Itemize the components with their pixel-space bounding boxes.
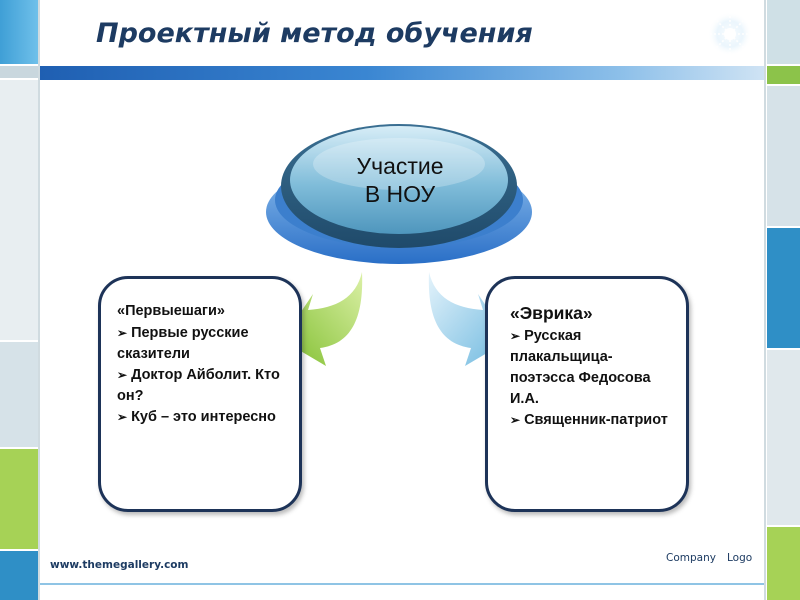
title-bar [40,66,764,80]
left-decor-block-3 [0,80,38,340]
right-decor-block-5 [767,350,800,525]
right-divider-line [764,0,766,600]
center-disc [266,124,532,264]
left-decor-block-5 [0,449,38,549]
right-decor-block-1 [767,0,800,64]
footer-line [40,583,764,585]
left-decor-block-1 [0,0,38,64]
right-decor-block-4 [767,228,800,348]
left-box-item-text: Куб – это интересно [131,409,276,425]
arrow-bullet-icon: ➢ [510,413,521,427]
center-label-line-1: Участие [356,153,444,179]
left-decor-block-4 [0,342,38,447]
right-project-box: «Эврика» ➢Русская плакальщица-поэтэсса Ф… [485,276,689,512]
footer-url: www.themegallery.com [50,559,189,571]
left-project-box: «Первыешаги» ➢Первые русские сказители ➢… [98,276,302,512]
left-box-item: ➢Куб – это интересно [117,407,287,428]
center-label-line-2: В НОУ [364,181,436,207]
right-box-heading: «Эврика» [510,303,593,323]
arrow-bullet-icon: ➢ [117,410,128,424]
footer-logo: Logo [727,552,753,564]
center-label: Участие В НОУ [310,152,490,208]
right-box-list: ➢Русская плакальщица-поэтэсса Федосова И… [510,326,676,431]
sparkle-icon [702,8,758,60]
left-box-list: ➢Первые русские сказители ➢Доктор Айболи… [117,323,287,428]
left-box-item-text: Первые русские сказители [117,325,249,362]
right-box-item-text: Русская плакальщица-поэтэсса Федосова И.… [510,328,651,407]
left-box-item: ➢Первые русские сказители [117,323,287,365]
left-decor-block-2 [0,66,38,78]
right-box-item-text: Священник-патриот [524,412,668,428]
right-box-item: ➢Священник-патриот [510,410,676,431]
arrow-bullet-icon: ➢ [117,368,128,382]
project-diagram: Участие В НОУ «Первыешаги» ➢Первые русск… [40,82,764,548]
left-box-item-text: Доктор Айболит. Кто он? [117,367,280,404]
left-box-heading: «Первыешаги» [117,303,225,319]
left-decor-block-6 [0,551,38,600]
arrow-bullet-icon: ➢ [510,329,521,343]
right-decor-block-3 [767,86,800,226]
slide-title: Проектный метод обучения [96,18,533,49]
left-divider-line [38,0,40,600]
left-curved-arrow [282,272,363,366]
right-decor-block-6 [767,527,800,600]
right-decor-block-2 [767,66,800,84]
diagram-graphics [266,124,532,366]
left-box-item: ➢Доктор Айболит. Кто он? [117,365,287,407]
footer-company: Company [666,552,716,564]
arrow-bullet-icon: ➢ [117,326,128,340]
right-box-item: ➢Русская плакальщица-поэтэсса Федосова И… [510,326,676,410]
